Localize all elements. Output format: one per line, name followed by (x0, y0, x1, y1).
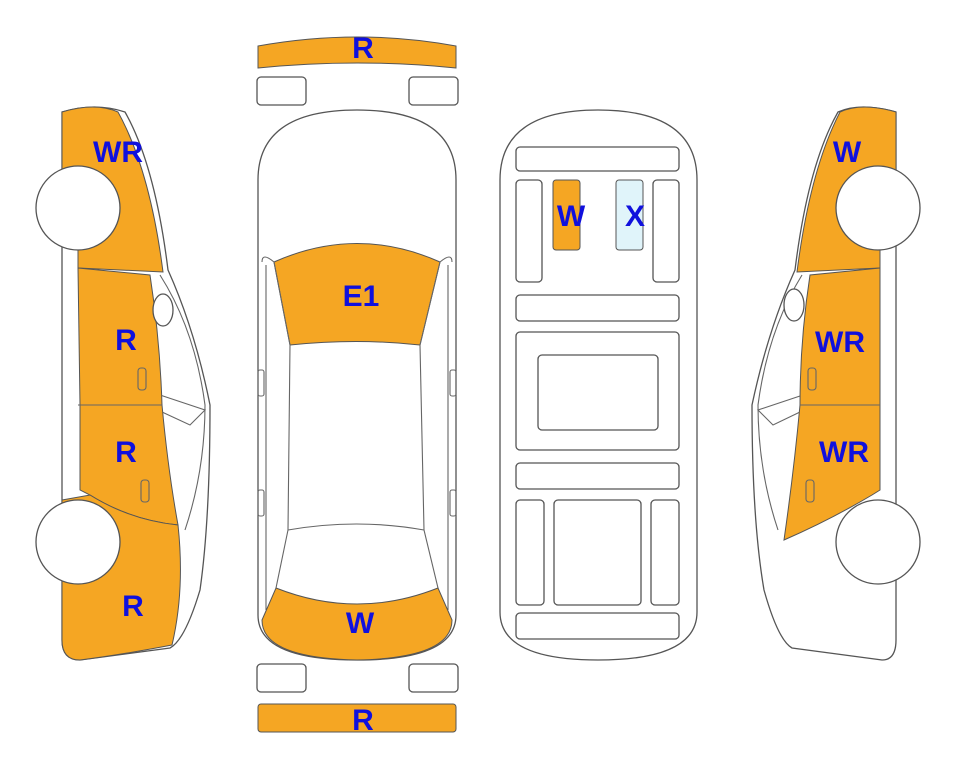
windshield-line (261, 256, 453, 263)
right-front-door-handle (807, 367, 817, 391)
rear-shelf (515, 612, 680, 640)
left-front-door-label: R (115, 324, 137, 357)
rear-bumper-panel[interactable] (257, 703, 457, 733)
right-side-window-line (757, 274, 803, 531)
left-front-door-handle (137, 367, 147, 391)
left-side-window-line (159, 274, 206, 531)
front-left-light (256, 76, 307, 106)
left-front-wheel (35, 165, 121, 251)
seat-left-label: W (557, 200, 586, 233)
rear-right-light (408, 663, 459, 693)
interior-right-panel (652, 179, 680, 283)
rear-right-panel (650, 499, 680, 606)
right-front-wheel (835, 165, 921, 251)
rear-bar (515, 462, 680, 490)
left-mirror (152, 293, 174, 327)
dashboard (515, 146, 680, 172)
rear-left-light (256, 663, 307, 693)
seat-right-panel[interactable] (615, 179, 644, 251)
top-body-outline (257, 109, 457, 661)
front-bumper-panel[interactable] (257, 36, 457, 69)
right-front-door-label: WR (815, 326, 865, 359)
top-view: R E1 W R (256, 32, 459, 737)
left-rear-quarter-label: R (122, 590, 144, 623)
rear-window-line (287, 523, 425, 531)
top-left-handle-front (257, 369, 265, 397)
right-rear-door-handle (805, 479, 815, 503)
trunk-lid-label: W (346, 607, 375, 640)
right-rear-door-panel[interactable] (783, 404, 881, 541)
top-left-handle-rear (257, 489, 265, 517)
left-rear-door-label: R (115, 436, 137, 469)
right-front-fender-label: W (833, 136, 862, 169)
console-bar (515, 294, 680, 322)
rear-seat (553, 499, 642, 606)
right-rear-wheel (835, 499, 921, 585)
sunroof (537, 354, 659, 431)
top-right-handle-front (449, 369, 457, 397)
cabin-left-line (273, 261, 291, 589)
seat-left-panel[interactable] (552, 179, 581, 251)
trunk-lid-panel[interactable] (261, 587, 453, 661)
left-side-view: WR R R R (35, 106, 211, 661)
right-side-view: W WR WR (751, 106, 921, 661)
right-side-window-inner (756, 394, 804, 426)
left-side-window-inner (159, 394, 207, 426)
interior-left-panel (515, 179, 543, 283)
front-right-light (408, 76, 459, 106)
cabin-right-line (419, 261, 441, 589)
seat-right-label: X (625, 200, 645, 233)
interior-view: W X (499, 109, 698, 661)
front-bumper-label: R (352, 32, 374, 65)
top-right-handle-rear (449, 489, 457, 517)
right-rear-door-label: WR (819, 436, 869, 469)
hood-label: E1 (343, 280, 380, 313)
left-front-fender-label: WR (93, 136, 143, 169)
left-rear-door-handle (140, 479, 150, 503)
right-mirror (783, 288, 805, 322)
rear-left-panel (515, 499, 545, 606)
rear-bumper-label: R (352, 704, 374, 737)
left-rear-wheel (35, 499, 121, 585)
